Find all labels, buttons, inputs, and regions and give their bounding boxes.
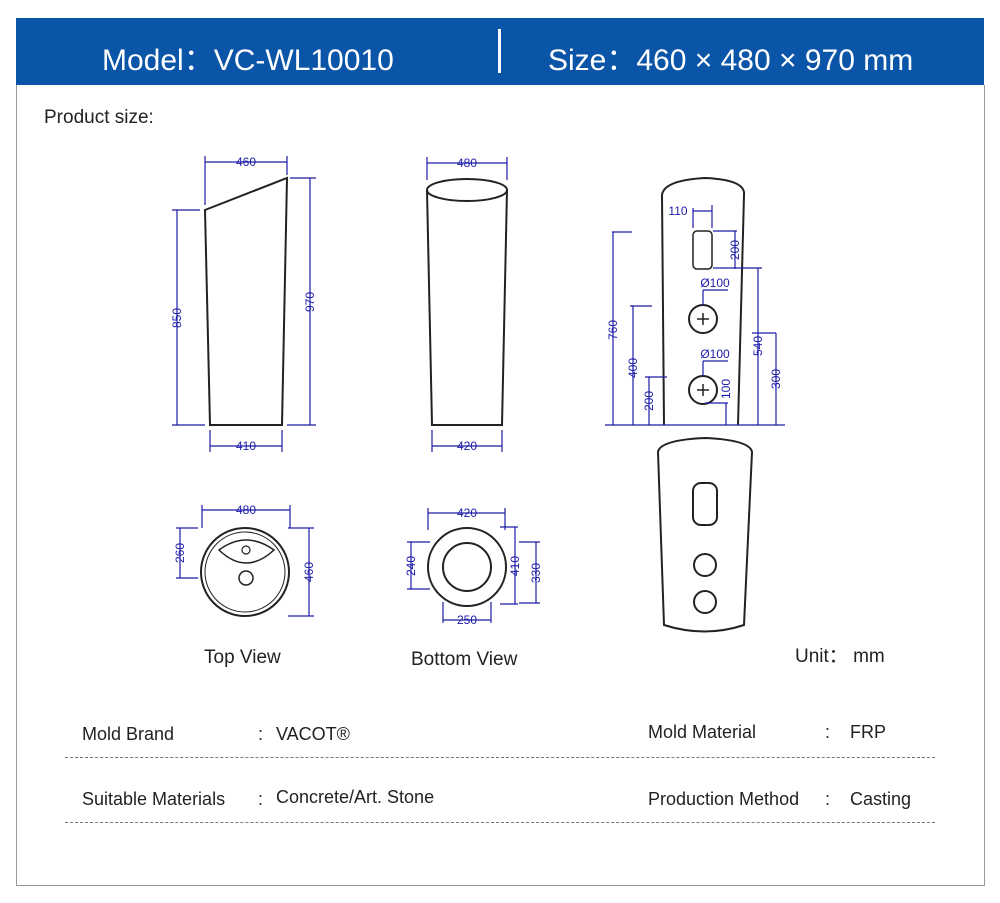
spec-colon: : bbox=[258, 789, 264, 809]
dim-side-right: 970 bbox=[303, 292, 317, 312]
front-view: 480 420 bbox=[426, 156, 508, 453]
spec-label-mold-material: Mold Material bbox=[648, 722, 757, 742]
dim-rear-300: 300 bbox=[769, 369, 783, 389]
dim-side-left: 850 bbox=[170, 308, 184, 328]
dim-bottom-410: 410 bbox=[508, 556, 522, 576]
dim-rear-540: 540 bbox=[751, 336, 765, 356]
rear-view: 110 200 Ø100 Ø100 760 400 200 540 300 10… bbox=[605, 176, 785, 426]
spec-value-suitable-materials: Concrete/Art. Stone bbox=[276, 787, 435, 807]
spec-label-production-method: Production Method bbox=[648, 789, 800, 809]
dim-front-top: 480 bbox=[457, 156, 477, 170]
dim-rear-110: 110 bbox=[668, 204, 687, 218]
bottom-view: 420 240 410 330 250 bbox=[404, 506, 543, 627]
top-view: 480 260 460 bbox=[173, 503, 316, 617]
content-frame bbox=[16, 85, 985, 886]
dim-bottom-250: 250 bbox=[457, 613, 477, 627]
dim-top-260: 260 bbox=[173, 543, 187, 563]
dim-top-460: 460 bbox=[302, 562, 316, 582]
dim-rear-200: 200 bbox=[728, 240, 742, 260]
spec-colon: : bbox=[258, 724, 264, 744]
dim-side-top: 460 bbox=[236, 155, 256, 169]
unit-label: Unit： mm bbox=[795, 646, 885, 667]
dim-rear-d1: Ø100 bbox=[700, 276, 730, 290]
spec-colon: : bbox=[825, 722, 831, 742]
divider bbox=[65, 757, 935, 758]
dim-rear-100: 100 bbox=[719, 379, 733, 399]
spec-value-mold-material: FRP bbox=[850, 722, 886, 742]
dim-bottom-330: 330 bbox=[529, 563, 543, 583]
model-title: Model：VC-WL10010 bbox=[102, 44, 394, 77]
dim-rear-760: 760 bbox=[606, 320, 620, 340]
dim-bottom-240: 240 bbox=[404, 556, 418, 576]
dim-top-480: 480 bbox=[236, 503, 256, 517]
size-title: Size：460 × 480 × 970 mm bbox=[548, 44, 914, 77]
header-divider bbox=[498, 29, 501, 73]
dim-rear-400: 400 bbox=[626, 358, 640, 378]
spec-value-mold-brand: VACOT® bbox=[276, 724, 350, 744]
product-size-label: Product size: bbox=[44, 107, 154, 128]
dim-side-bottom: 410 bbox=[236, 439, 256, 453]
dim-rear-200b: 200 bbox=[642, 391, 656, 411]
dim-front-bottom: 420 bbox=[457, 439, 477, 453]
spec-label-mold-brand: Mold Brand bbox=[82, 724, 175, 744]
top-view-label: Top View bbox=[204, 647, 281, 668]
dim-bottom-420: 420 bbox=[457, 506, 477, 520]
side-view: 460 410 850 970 bbox=[170, 155, 317, 453]
back-view bbox=[656, 436, 754, 633]
bottom-view-label: Bottom View bbox=[411, 649, 518, 670]
spec-label-suitable-materials: Suitable Materials bbox=[82, 789, 226, 809]
spec-value-production-method: Casting bbox=[850, 789, 912, 809]
divider bbox=[65, 822, 935, 823]
dim-rear-d2: Ø100 bbox=[700, 347, 730, 361]
header-bar: Model：VC-WL10010 Size：460 × 480 × 970 mm bbox=[16, 18, 984, 85]
spec-colon: : bbox=[825, 789, 831, 809]
